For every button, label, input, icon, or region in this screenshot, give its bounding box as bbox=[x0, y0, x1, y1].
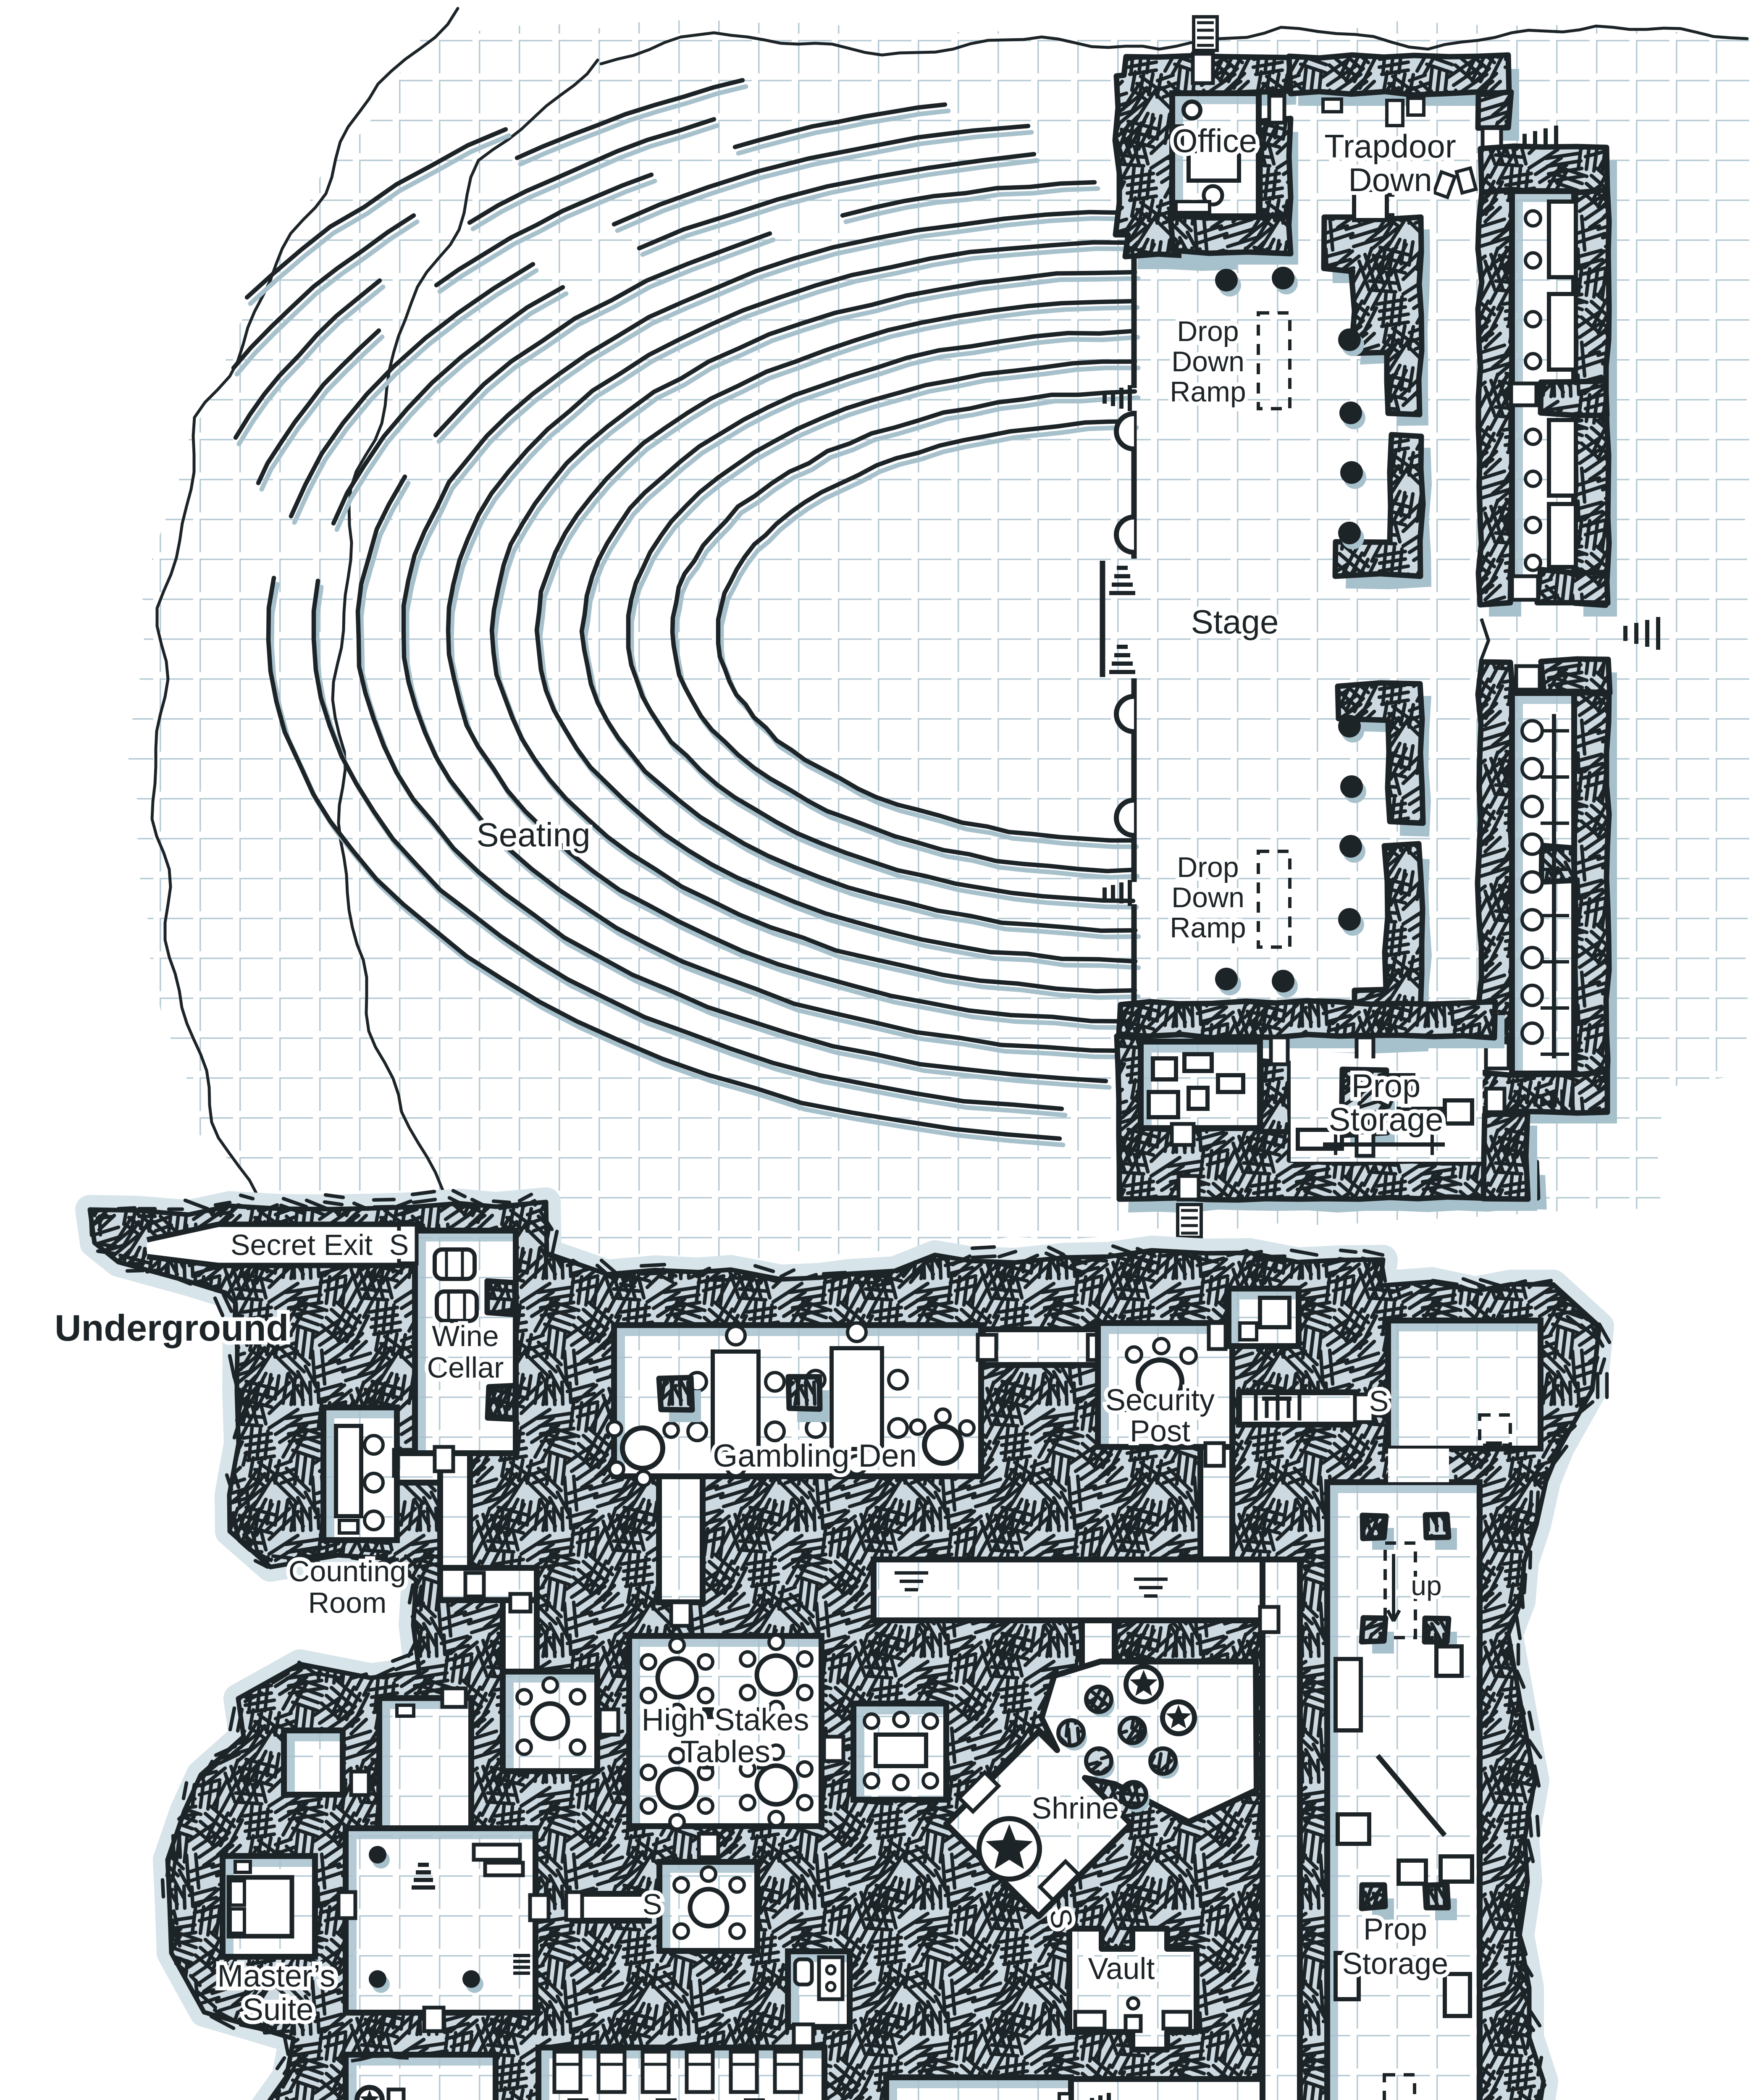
svg-text:Underground: Underground bbox=[55, 1307, 289, 1349]
svg-text:Wine: Wine bbox=[432, 1320, 499, 1352]
svg-text:Master’s: Master’s bbox=[217, 1958, 335, 1993]
svg-text:Secret Exit: Secret Exit bbox=[231, 1228, 373, 1261]
svg-text:Down: Down bbox=[1171, 346, 1244, 378]
svg-text:Prop: Prop bbox=[1363, 1913, 1427, 1946]
svg-text:Down: Down bbox=[1348, 161, 1432, 198]
svg-text:S: S bbox=[389, 1228, 409, 1261]
svg-text:Trapdoor: Trapdoor bbox=[1324, 128, 1456, 165]
svg-text:Cellar: Cellar bbox=[427, 1351, 504, 1384]
svg-text:S: S bbox=[643, 1888, 662, 1921]
svg-text:Drop: Drop bbox=[1177, 315, 1239, 347]
svg-text:up: up bbox=[1411, 1570, 1441, 1601]
svg-text:Ramp: Ramp bbox=[1170, 376, 1246, 408]
svg-text:Storage: Storage bbox=[1342, 1947, 1448, 1981]
svg-text:Stage: Stage bbox=[1191, 603, 1278, 640]
svg-text:Ramp: Ramp bbox=[1170, 912, 1246, 944]
svg-text:Counting: Counting bbox=[289, 1555, 406, 1588]
svg-text:Room: Room bbox=[308, 1586, 387, 1619]
svg-text:Prop: Prop bbox=[1352, 1067, 1421, 1104]
svg-text:Barracks: Barracks bbox=[620, 2095, 740, 2100]
svg-text:Vault: Vault bbox=[1088, 1952, 1155, 1986]
svg-text:Tables: Tables bbox=[680, 1734, 770, 1769]
svg-text:Post: Post bbox=[1130, 1415, 1190, 1448]
svg-text:Security: Security bbox=[1105, 1383, 1215, 1417]
svg-text:Seating: Seating bbox=[476, 816, 590, 853]
svg-text:Suite: Suite bbox=[243, 1992, 314, 2027]
svg-text:Shrine: Shrine bbox=[1032, 1792, 1119, 1825]
svg-text:Office: Office bbox=[1172, 122, 1257, 159]
svg-text:Drop: Drop bbox=[1177, 851, 1239, 883]
svg-text:S: S bbox=[1369, 1385, 1389, 1418]
svg-text:Down: Down bbox=[1171, 882, 1244, 914]
svg-text:Gambling Den: Gambling Den bbox=[713, 1438, 917, 1474]
svg-text:High Stakes: High Stakes bbox=[642, 1702, 809, 1737]
svg-text:Storage: Storage bbox=[1328, 1101, 1443, 1138]
